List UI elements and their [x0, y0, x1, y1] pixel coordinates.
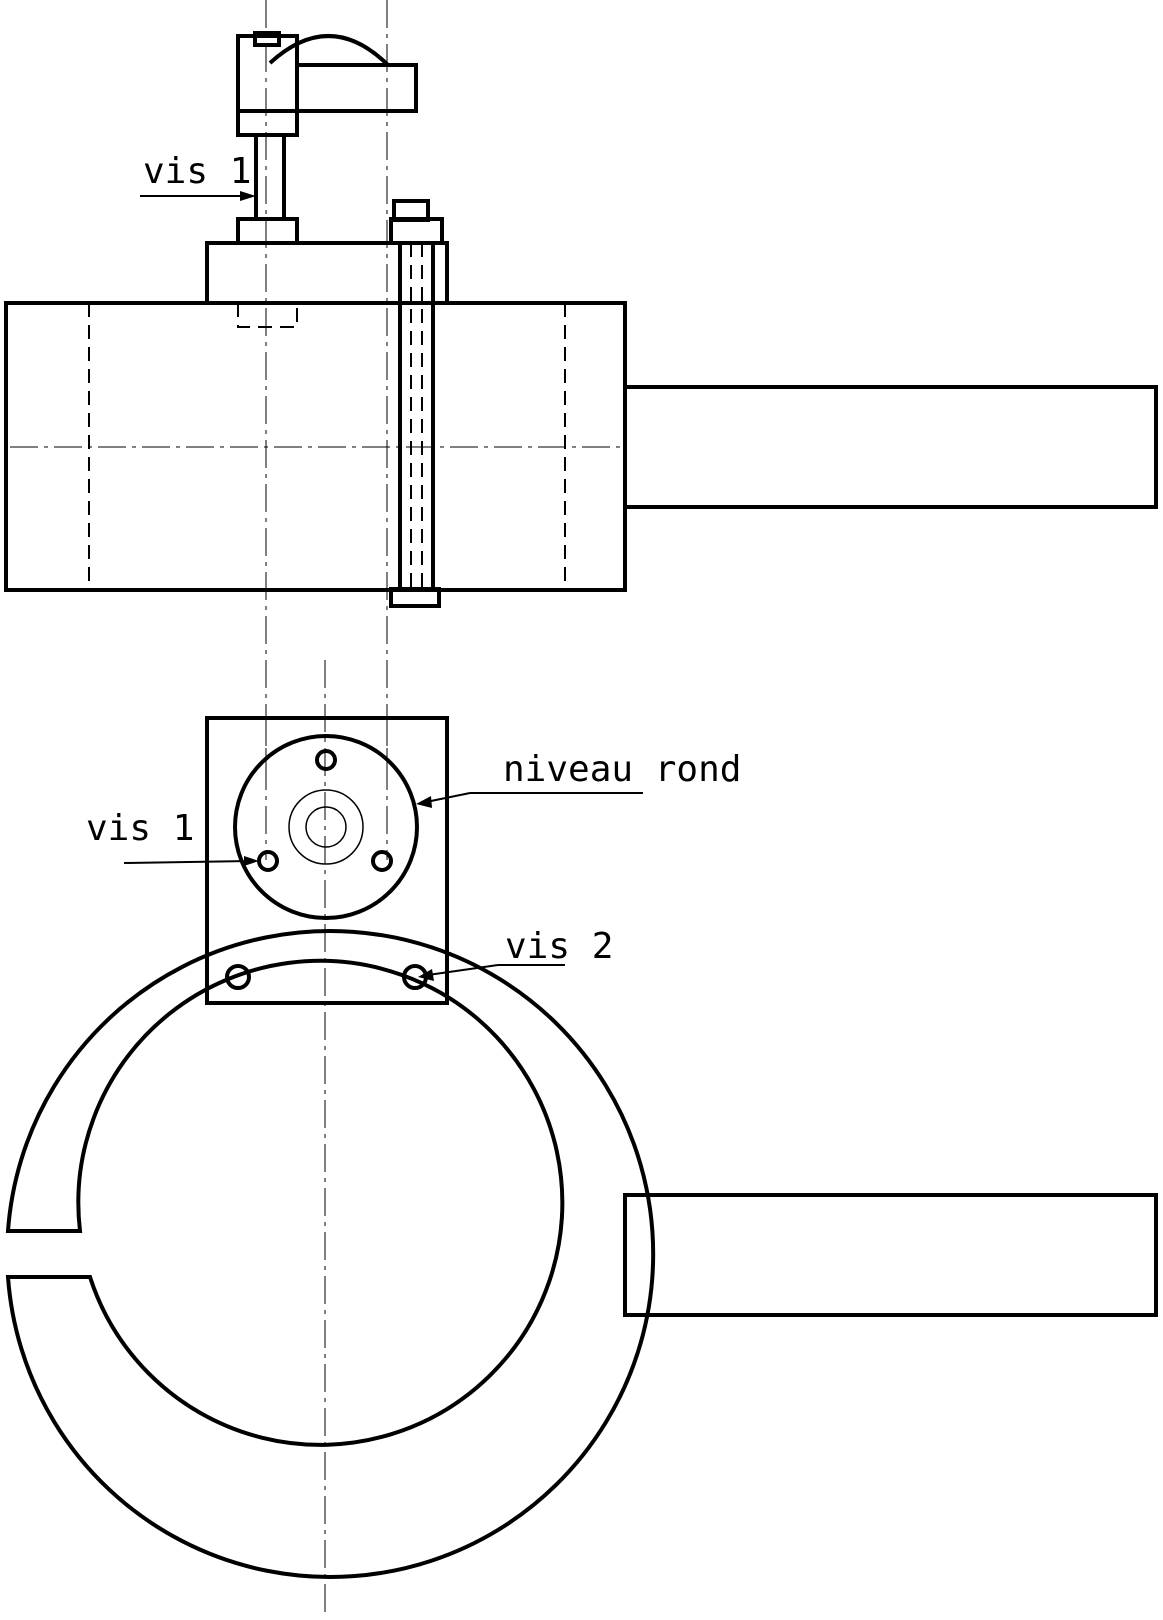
arrow-niveau-rond: [416, 796, 432, 808]
vis1-nut-upper: [236, 109, 299, 137]
arrow-vis1-elevation: [240, 191, 256, 201]
plate-screw-left: [225, 964, 251, 990]
level-screw-right: [371, 850, 393, 872]
square-plate: [205, 716, 449, 1005]
arm-plan: [623, 1193, 1158, 1317]
label-vis1-elevation: vis 1: [143, 151, 251, 192]
vis2-tail: [389, 587, 441, 608]
base-plate: [205, 241, 449, 305]
niveau-rond-outer-ring: [288, 789, 364, 865]
niveau-rond-bubble: [305, 806, 347, 848]
label-vis2: vis 2: [505, 926, 613, 967]
arrow-vis2: [418, 969, 434, 981]
arm-elevation: [623, 385, 1158, 509]
leader-vis2-diag: [427, 964, 499, 976]
elevation-view: vis 1: [4, 0, 1158, 770]
arrow-vis1-plan: [244, 856, 259, 866]
plan-view: niveau rond vis 1 vis 2: [5, 660, 1158, 1615]
label-vis1-plan: vis 1: [86, 808, 194, 849]
hidden-recess: [237, 303, 298, 328]
leader-niveau-rond-diag: [425, 792, 471, 803]
level-arm-elevation: [295, 63, 418, 113]
vis2-nut: [389, 217, 444, 245]
bubble-arc: [268, 34, 390, 67]
label-niveau-rond: niveau rond: [503, 749, 741, 790]
vis2-shaft: [398, 241, 435, 591]
level-screw-top: [315, 749, 337, 771]
niveau-rond-body: [233, 734, 419, 920]
leader-vis1-plan: [123, 860, 251, 864]
vis1-nut-lower: [236, 217, 299, 245]
vis1-shaft: [254, 133, 286, 221]
split-ring: [5, 929, 656, 1579]
level-screw-left: [257, 850, 279, 872]
vis1-cap: [253, 31, 281, 47]
